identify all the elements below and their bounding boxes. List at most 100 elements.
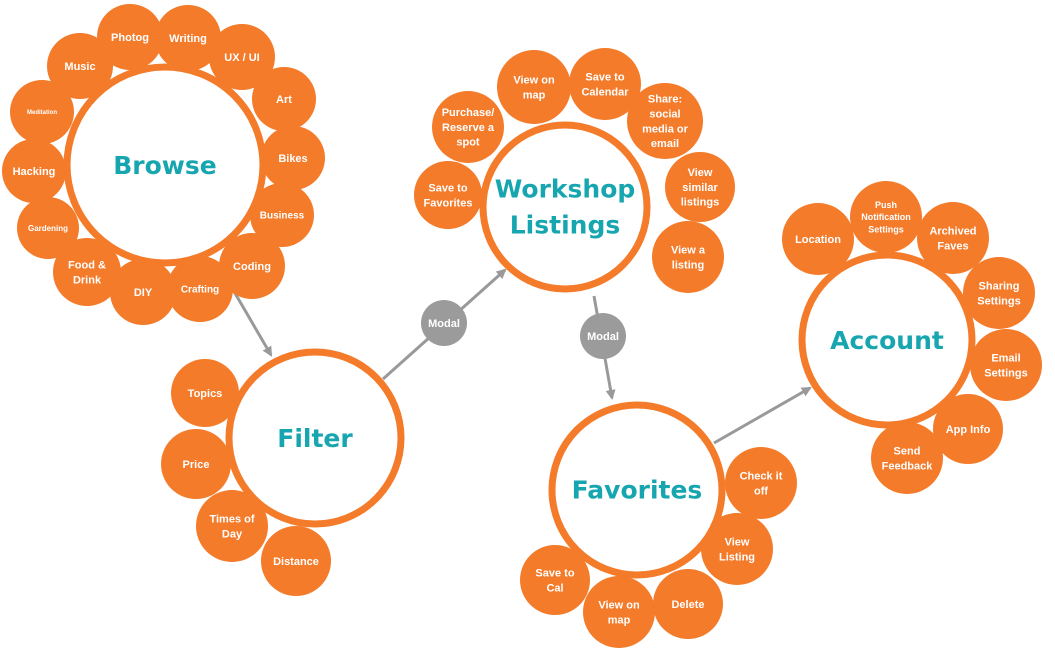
modal-label: Modal (587, 331, 619, 343)
option-label: Music (64, 61, 95, 73)
hub-title: Favorites (572, 475, 703, 504)
option-label: map (523, 89, 546, 101)
browse-option-business[interactable]: Business (250, 183, 314, 247)
option-label: Crafting (181, 285, 219, 296)
option-label: Favorites (424, 197, 473, 209)
option-label: Bikes (278, 153, 307, 165)
hub-title: Filter (277, 424, 353, 453)
option-label: Reserve a (442, 122, 495, 134)
option-label: Writing (169, 33, 207, 45)
browse-option-art[interactable]: Art (252, 67, 316, 131)
option-label: Share: (648, 94, 682, 106)
favorites-option-check-it-off[interactable]: Check it off (725, 447, 797, 519)
option-label: off (754, 485, 768, 497)
workshop-listings-option-save-to-favorites[interactable]: Save to Favorites (414, 161, 482, 229)
filter-option-price[interactable]: Price (161, 429, 231, 499)
browse-option-hacking[interactable]: Hacking (2, 139, 66, 203)
option-label: Check it (740, 470, 783, 482)
option-label: Calendar (581, 86, 629, 98)
filter-hub[interactable]: Filter (225, 348, 405, 528)
option-label: similar (682, 182, 718, 194)
option-label: Gardening (28, 224, 68, 233)
option-label: View on (598, 599, 640, 611)
hub-title: Browse (113, 151, 217, 180)
browse-option-photog[interactable]: Photog (97, 4, 163, 70)
option-label: Email (991, 352, 1020, 364)
option-label: View on (513, 74, 555, 86)
option-label: Archived (929, 225, 976, 237)
favorites-hub[interactable]: Favorites (548, 401, 726, 579)
option-label: View a (671, 244, 706, 256)
browse-option-crafting[interactable]: Crafting (167, 256, 233, 322)
option-label: spot (456, 137, 480, 149)
option-label: Meditation (27, 110, 57, 116)
option-label: Business (260, 211, 305, 222)
hub-title: Workshop (495, 174, 636, 203)
option-label: Location (795, 234, 841, 246)
hub-title: Listings (510, 210, 620, 239)
option-label: media or (642, 123, 689, 135)
hub-title: Account (830, 326, 944, 355)
option-label: Notification (861, 212, 911, 222)
account-option-app-info[interactable]: App Info (933, 394, 1003, 464)
browse-option-music[interactable]: Music (47, 33, 113, 99)
favorites-option-view-on-map[interactable]: View on map (583, 576, 655, 648)
filter-option-topics[interactable]: Topics (171, 359, 239, 427)
option-label: Faves (937, 240, 968, 252)
option-label: Price (183, 459, 210, 471)
option-label: Settings (984, 367, 1027, 379)
modal-label: Modal (428, 318, 460, 330)
option-label: Photog (111, 32, 149, 44)
option-label: Settings (868, 224, 904, 234)
favorites-option-delete[interactable]: Delete (653, 569, 723, 639)
option-label: Hacking (13, 166, 56, 178)
modal-badge: Modal (580, 313, 626, 359)
option-label: Listing (719, 551, 755, 563)
option-label: map (608, 614, 631, 626)
browse-option-meditation[interactable]: Meditation (10, 80, 74, 144)
browse-option-ux-ui[interactable]: UX / UI (209, 24, 275, 90)
account-hub[interactable]: Account (798, 251, 976, 429)
option-label: View (688, 167, 713, 179)
option-label: App Info (946, 424, 991, 436)
browse-option-gardening[interactable]: Gardening (17, 197, 79, 259)
browse-hub[interactable]: Browse (63, 63, 267, 267)
option-label: Coding (233, 261, 271, 273)
option-label: Push (875, 200, 897, 210)
option-label: social (649, 108, 680, 120)
workshop-listings-option-view-a-listing[interactable]: View a listing (652, 221, 724, 293)
option-label: Drink (73, 274, 102, 286)
option-label: Settings (977, 295, 1020, 307)
option-label: listing (672, 259, 704, 271)
browse-option-bikes[interactable]: Bikes (261, 126, 325, 190)
workshop-listings-option-share-social-media-or-email[interactable]: Share: social media or email (627, 83, 703, 159)
browse-option-writing[interactable]: Writing (155, 5, 221, 71)
filter-option-distance[interactable]: Distance (261, 526, 331, 596)
browse-option-diy[interactable]: DIY (110, 259, 176, 325)
option-label: DIY (134, 287, 153, 299)
option-label: Save to (428, 182, 467, 194)
flow-arrow (713, 386, 812, 445)
flow-arrow (230, 287, 273, 357)
browse-option-food-drink[interactable]: Food &Drink (53, 238, 121, 306)
option-label: Feedback (882, 460, 934, 472)
option-label: Save to (535, 567, 574, 579)
workshop-listings-option-view-on-map[interactable]: View on map (497, 50, 571, 124)
browse-option-coding[interactable]: Coding (219, 233, 285, 299)
account-option-location[interactable]: Location (782, 203, 854, 275)
option-label: email (651, 138, 679, 150)
